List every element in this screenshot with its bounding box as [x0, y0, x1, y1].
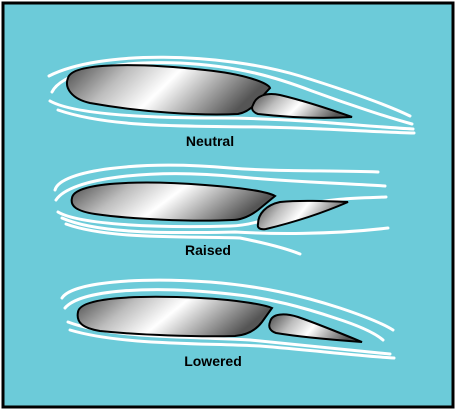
- airflow-line: [47, 55, 412, 118]
- raised-diagram: Raised: [53, 163, 390, 258]
- airflow-line: [56, 108, 416, 135]
- main-wing-section: [70, 181, 277, 222]
- diagram-label-lowered: Lowered: [184, 353, 242, 369]
- aileron-section: [251, 93, 353, 119]
- main-wing-section: [76, 295, 274, 338]
- airflow-line: [60, 278, 395, 332]
- airflow-line: [54, 172, 387, 202]
- airflow-line: [56, 195, 388, 229]
- aileron-section: [268, 313, 363, 343]
- airflow-line: [64, 222, 302, 256]
- airflow-line: [60, 216, 390, 235]
- neutral-diagram: Neutral: [47, 55, 416, 149]
- aileron-section: [256, 199, 349, 231]
- diagram-label-neutral: Neutral: [186, 133, 234, 149]
- diagram-label-raised: Raised: [185, 242, 231, 258]
- airflow-line: [68, 328, 396, 360]
- lowered-diagram: Lowered: [60, 278, 396, 369]
- airflow-lines: [53, 163, 390, 256]
- airflow-line: [48, 99, 415, 131]
- airflow-line: [53, 163, 380, 192]
- airflow-line: [63, 288, 385, 342]
